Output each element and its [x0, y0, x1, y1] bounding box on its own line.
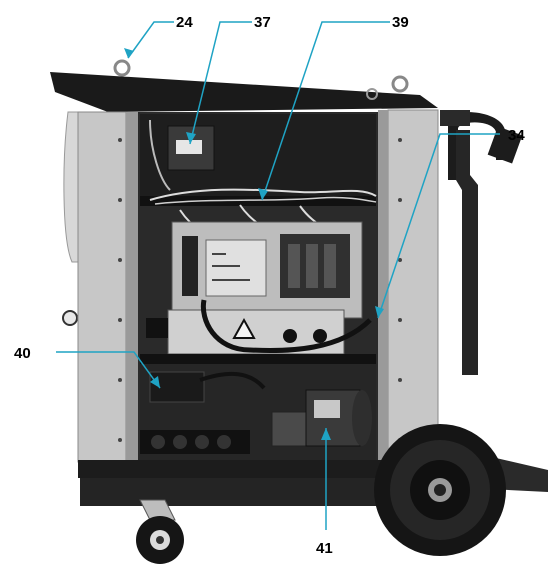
rear-wheel [374, 424, 506, 556]
callout-34: 34 [508, 127, 525, 144]
right-side-panel [378, 109, 439, 463]
leader-lines [56, 21, 500, 530]
warning-triangle-icon [232, 317, 256, 339]
power-cable [200, 299, 372, 354]
callout-40: 40 [14, 345, 31, 362]
callout-41: 41 [316, 540, 333, 557]
gas-valve [149, 371, 205, 403]
lower-compartment [140, 364, 376, 460]
lifting-eye-right [391, 75, 409, 93]
terminal-strip-left [182, 236, 198, 296]
callout-39: 39 [392, 14, 409, 31]
leader-37 [189, 21, 252, 145]
power-board [171, 221, 363, 319]
rear-housing [63, 111, 83, 263]
leader-24 [127, 21, 174, 59]
leader-39 [261, 21, 390, 201]
rear-knob [62, 310, 78, 326]
lower-shelf [140, 354, 376, 364]
lifting-eye-left [113, 59, 131, 77]
leader-34 [377, 133, 500, 319]
caster-wheel [136, 499, 184, 564]
control-pcb [205, 239, 267, 297]
leader-arrowheads [124, 48, 384, 440]
upper-compartment [140, 114, 376, 198]
callout-37: 37 [254, 14, 271, 31]
leader-40 [56, 351, 161, 389]
top-cover [50, 59, 438, 112]
left-side-panel [77, 111, 138, 463]
callout-24: 24 [176, 14, 193, 31]
cart-handle [440, 110, 523, 375]
transformer-housing [146, 299, 372, 355]
contactor-label [176, 140, 202, 154]
